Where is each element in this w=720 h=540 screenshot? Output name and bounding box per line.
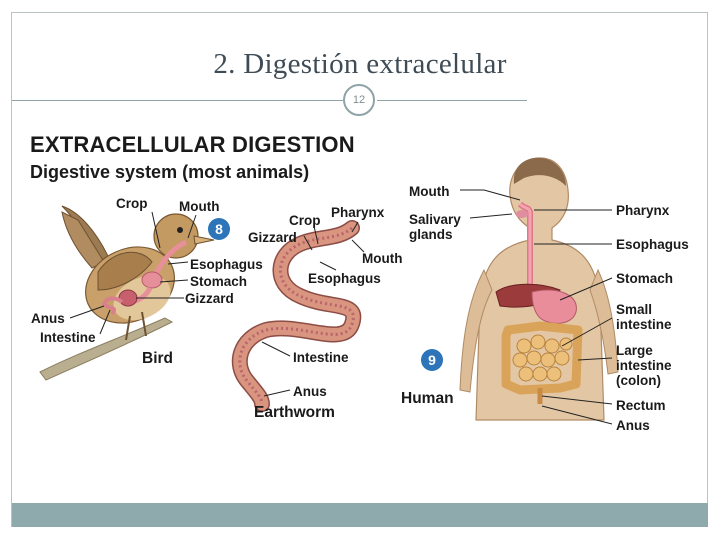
earthworm-illustration [240,222,364,404]
human-label-small-intestine: Small intestine [616,302,686,332]
earthworm-label-gizzard: Gizzard [248,230,297,245]
earthworm-label-intestine: Intestine [293,350,349,365]
human-label-anus: Anus [616,418,650,433]
bird-label-gizzard: Gizzard [185,291,234,306]
earthworm-label-mouth: Mouth [362,251,402,266]
earthworm-label-anus: Anus [293,384,327,399]
human-number-badge: 9 [421,349,443,371]
human-illustration [460,158,618,424]
human-label-esophagus: Esophagus [616,237,689,252]
bird-label-esophagus: Esophagus [190,257,263,272]
bird-number-badge: 8 [208,218,230,240]
human-label-mouth: Mouth [409,184,449,199]
human-label-salivary-glands: Salivary glands [409,212,477,242]
earthworm-caption: Earthworm [254,404,335,422]
human-label-rectum: Rectum [616,398,666,413]
bird-caption: Bird [142,350,173,368]
earthworm-label-esophagus: Esophagus [308,271,381,286]
footer-bar [12,503,708,527]
human-label-large-intestine: Large intestine (colon) [616,343,688,388]
bird-label-intestine: Intestine [40,330,96,345]
human-label-stomach: Stomach [616,271,673,286]
human-label-pharynx: Pharynx [616,203,669,218]
human-caption: Human [401,390,454,408]
bird-label-crop: Crop [116,196,148,211]
earthworm-label-pharynx: Pharynx [331,205,384,220]
bird-label-anus: Anus [31,311,65,326]
earthworm-label-crop: Crop [289,213,321,228]
bird-label-stomach: Stomach [190,274,247,289]
bird-label-mouth: Mouth [179,199,219,214]
